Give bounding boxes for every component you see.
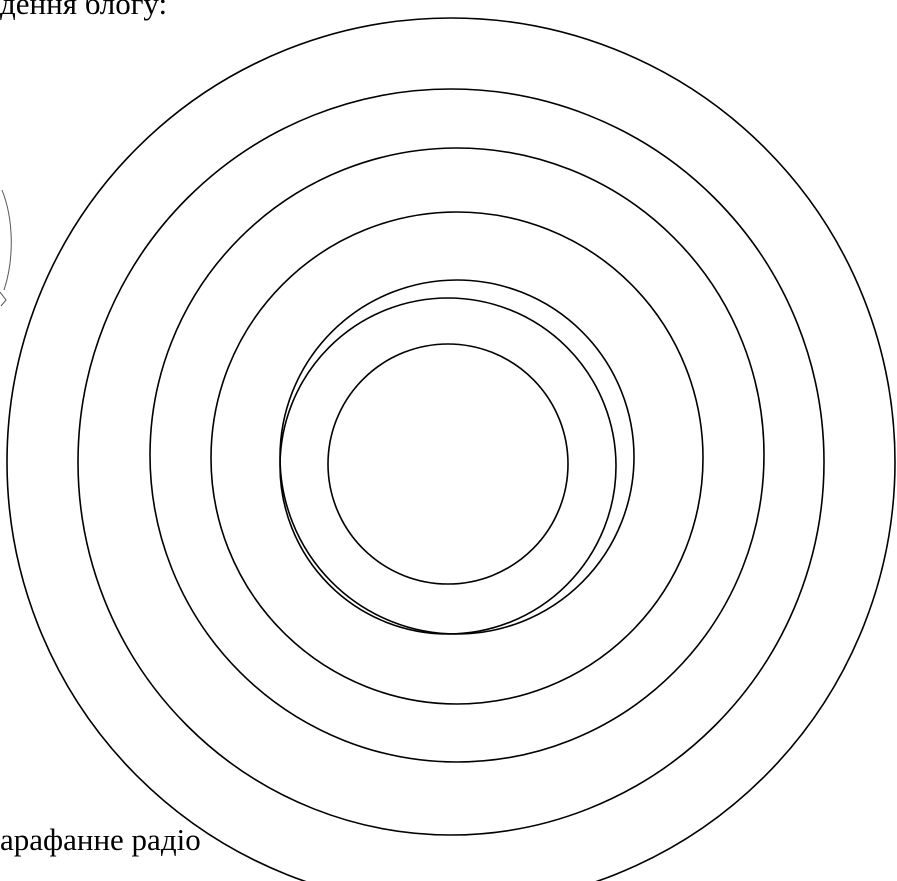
ring-4 — [211, 212, 703, 704]
ring-6 — [78, 89, 824, 835]
ring-1-innermost — [328, 344, 568, 584]
ring-5 — [150, 148, 764, 762]
caption-fragment: арафанне радіо — [0, 822, 201, 858]
ring-3 — [280, 280, 634, 634]
